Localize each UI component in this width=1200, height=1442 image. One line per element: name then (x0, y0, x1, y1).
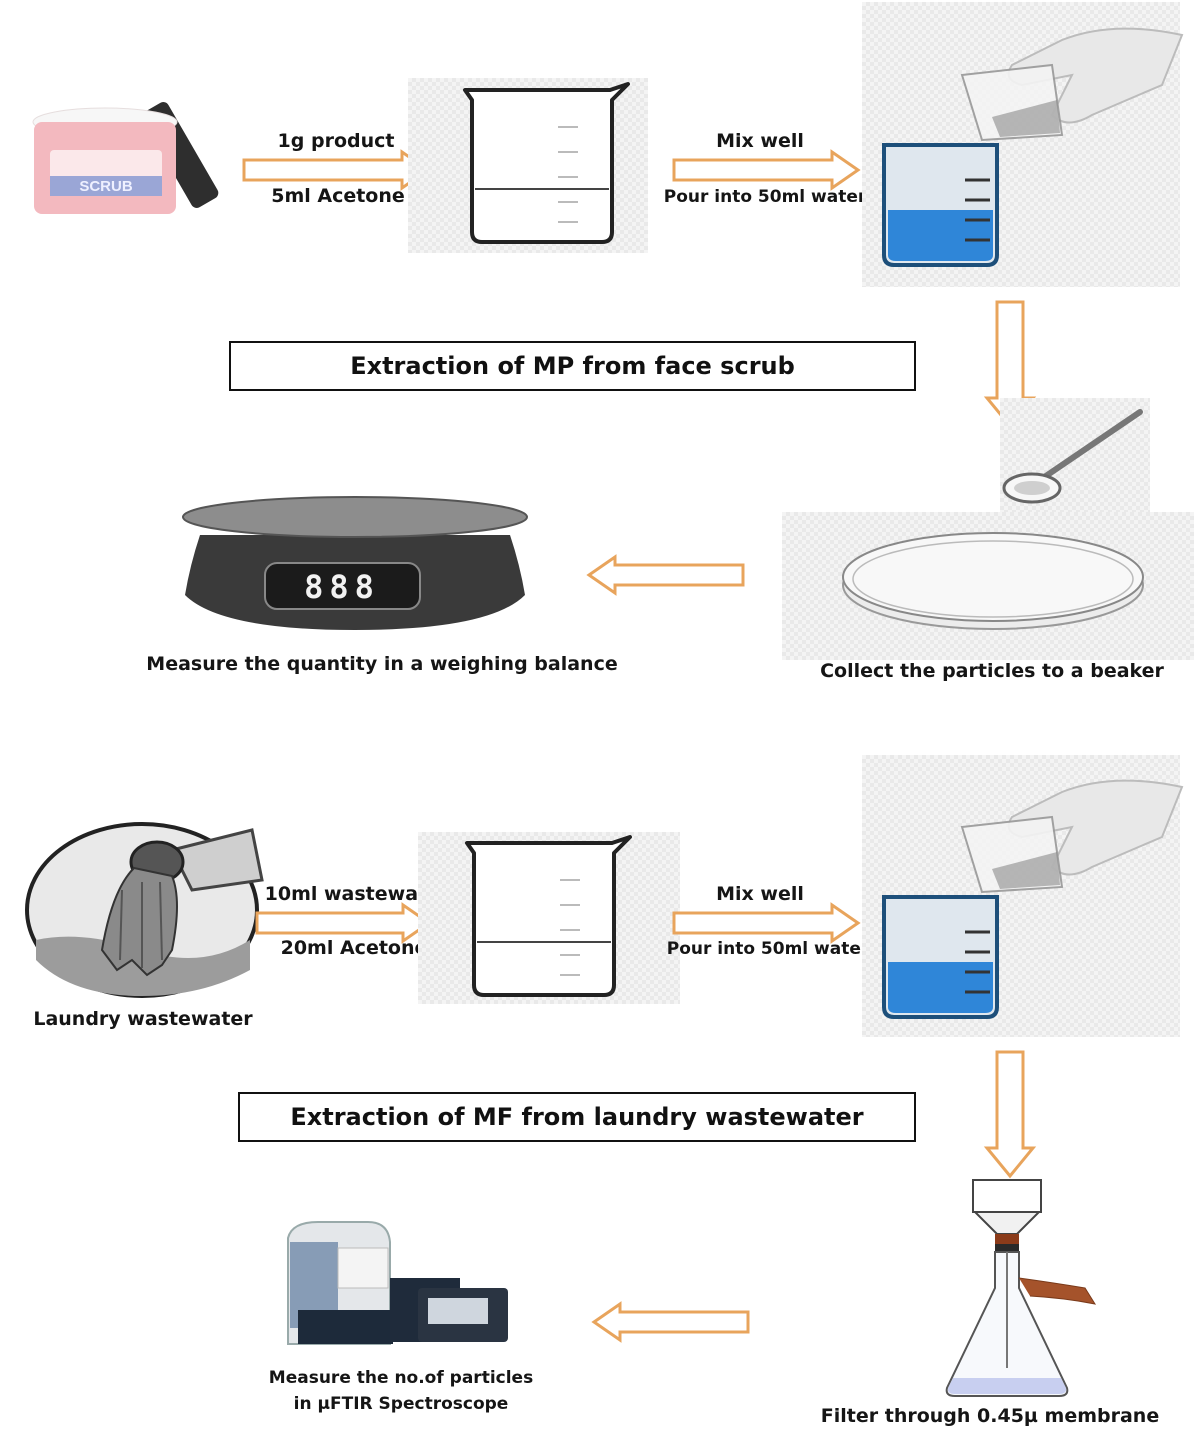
section2-title: Extraction of MF from laundry wastewater (238, 1092, 916, 1142)
beaker-icon (463, 82, 630, 244)
beaker-icon (465, 835, 632, 997)
arrow-left-icon (591, 1301, 750, 1343)
arrow1-top-label: 1g product (277, 130, 395, 152)
arrow1-bottom-label-2: 20ml Acetone (280, 937, 428, 959)
arrow-right-icon (672, 902, 861, 944)
measure-label-1: Measure the quantity in a weighing balan… (146, 653, 618, 675)
arrow2-bottom-label-2: Pour into 50ml water (666, 939, 870, 959)
filter-label: Filter through 0.45µ membrane (820, 1405, 1160, 1427)
arrow1-top-label-2: 10ml wastewater (264, 883, 450, 905)
arrow2-top-label: Mix well (716, 130, 804, 152)
arrow2-top-label-2: Mix well (716, 883, 804, 905)
arrow-right-icon (672, 149, 861, 191)
scale-display: 888 (304, 568, 380, 606)
section1-title: Extraction of MP from face scrub (229, 341, 916, 391)
ftir-spectroscope-icon (287, 1221, 508, 1345)
measure-label-2-line1: Measure the no.of particles (268, 1368, 534, 1388)
petri-dish-icon (842, 532, 1144, 630)
scrub-jar-icon: SCRUB (32, 102, 219, 214)
measure-label-2-line2: in µFTIR Spectroscope (293, 1394, 509, 1414)
hand-pouring-icon (882, 779, 1184, 1019)
filter-flask-icon (945, 1179, 1097, 1397)
source-label: Laundry wastewater (33, 1008, 253, 1030)
arrow2-bottom-label: Pour into 50ml water (663, 187, 867, 207)
collect-label: Collect the particles to a beaker (820, 660, 1164, 682)
arrow-left-icon (586, 554, 745, 596)
hand-pouring-icon (882, 27, 1184, 267)
arrow1-bottom-label: 5ml Acetone (271, 185, 405, 207)
jar-label: SCRUB (79, 178, 133, 195)
arrow-down-icon (983, 1050, 1037, 1179)
spoon-icon (1002, 409, 1143, 504)
arrow-right-icon (255, 902, 432, 944)
weighing-scale-icon: 888 (182, 496, 528, 630)
wastewater-pipe-icon (25, 822, 264, 998)
